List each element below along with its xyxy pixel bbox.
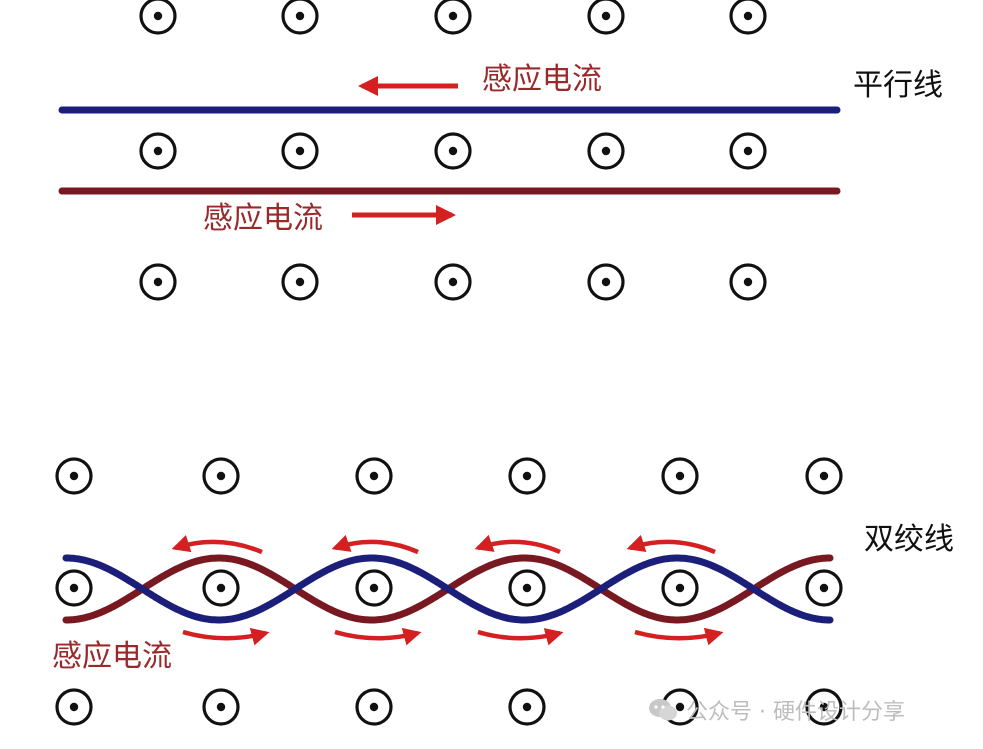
- magnetic-field-out-icon: [587, 263, 625, 301]
- magnetic-field-out-icon: [55, 688, 93, 726]
- magnetic-field-out-icon: [355, 457, 393, 495]
- magnetic-field-out-icon: [661, 569, 699, 607]
- magnetic-field-out-icon: [508, 688, 546, 726]
- magnetic-field-out-icon: [587, 0, 625, 35]
- parallel-wire-label: 平行线: [853, 68, 943, 103]
- magnetic-field-out-icon: [729, 132, 767, 170]
- magnetic-field-out-icon: [55, 457, 93, 495]
- magnetic-field-out-icon: [587, 132, 625, 170]
- magnetic-field-out-icon: [202, 457, 240, 495]
- magnetic-field-out-icon: [508, 457, 546, 495]
- magnetic-field-out-icon: [139, 0, 177, 35]
- magnetic-field-out-icon: [434, 263, 472, 301]
- induced-current-arrow-bottom-4: [634, 627, 724, 646]
- wechat-icon: [649, 699, 677, 721]
- magnetic-field-out-icon: [805, 457, 843, 495]
- magnetic-field-out-icon: [729, 0, 767, 35]
- magnetic-field-out-icon: [202, 569, 240, 607]
- induced-current-arrow-bottom-2: [334, 627, 422, 646]
- twisted-pair-label: 双绞线: [864, 522, 954, 557]
- magnetic-field-out-icon: [661, 457, 699, 495]
- induced-current-label-top: 感应电流: [482, 62, 602, 97]
- induced-current-arrow-top-3: [474, 534, 561, 555]
- magnetic-field-out-icon: [139, 263, 177, 301]
- watermark-text: 公众号 · 硬件设计分享: [686, 700, 905, 725]
- magnetic-field-out-icon: [355, 569, 393, 607]
- twisted-wire-blue: [62, 554, 834, 624]
- induced-current-arrow-top-1: [171, 535, 263, 555]
- magnetic-field-out-icon: [508, 569, 546, 607]
- induced-current-arrow-top-2: [331, 534, 419, 555]
- magnetic-field-out-icon: [281, 132, 319, 170]
- induced-current-label-twisted: 感应电流: [52, 639, 172, 674]
- magnetic-field-out-icon: [805, 688, 843, 726]
- magnetic-field-out-icon: [729, 263, 767, 301]
- watermark: 公众号 · 硬件设计分享: [648, 694, 905, 726]
- magnetic-field-out-icon: [355, 688, 393, 726]
- induced-current-label-bottom: 感应电流: [203, 201, 323, 236]
- induced-current-arrow-top-4: [626, 534, 716, 555]
- magnetic-field-out-icon: [281, 0, 319, 35]
- magnetic-field-out-icon: [139, 132, 177, 170]
- magnetic-field-out-icon: [202, 688, 240, 726]
- magnetic-field-out-icon: [281, 263, 319, 301]
- induced-current-arrow-bottom-3: [477, 628, 564, 646]
- magnetic-field-out-icon: [805, 569, 843, 607]
- magnetic-field-out-icon: [55, 569, 93, 607]
- induced-current-arrow-bottom-1: [182, 627, 270, 646]
- magnetic-field-out-icon: [434, 132, 472, 170]
- magnetic-field-out-icon: [434, 0, 472, 35]
